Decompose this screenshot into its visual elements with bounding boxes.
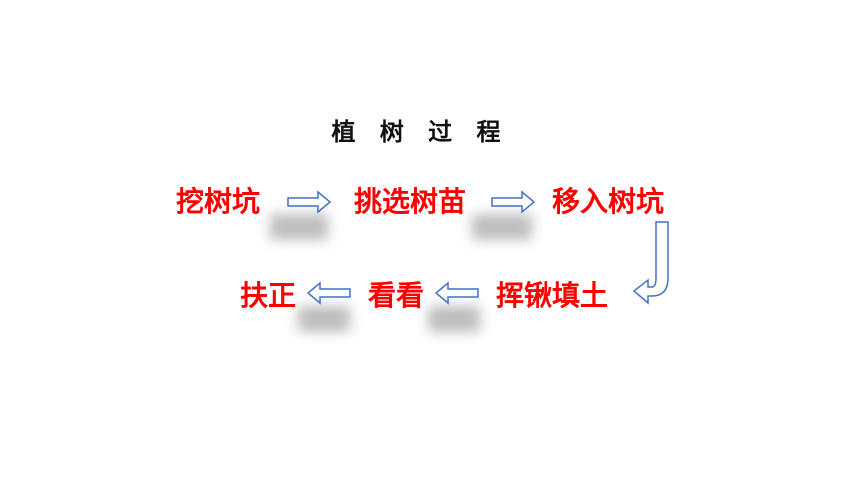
- blurred-patch-2: [472, 214, 532, 240]
- blurred-patch-3: [298, 306, 350, 332]
- left-arrow-icon: [434, 281, 479, 305]
- u-turn-arrow-icon: [632, 221, 669, 305]
- left-arrow-icon: [306, 281, 351, 305]
- diagram-title: 植 树 过 程: [331, 118, 509, 146]
- step-look: 看看: [368, 279, 425, 312]
- right-arrow-icon: [287, 190, 332, 214]
- blurred-patch-1: [270, 214, 328, 240]
- step-choose-sapling: 挑选树苗: [354, 185, 467, 218]
- right-arrow-icon: [491, 190, 536, 214]
- step-fill-soil: 挥锹填土: [496, 279, 609, 312]
- blurred-patch-4: [428, 306, 480, 332]
- step-dig-pit: 挖树坑: [176, 185, 261, 218]
- step-place-in-pit: 移入树坑: [552, 185, 665, 218]
- step-straighten: 扶正: [240, 279, 297, 312]
